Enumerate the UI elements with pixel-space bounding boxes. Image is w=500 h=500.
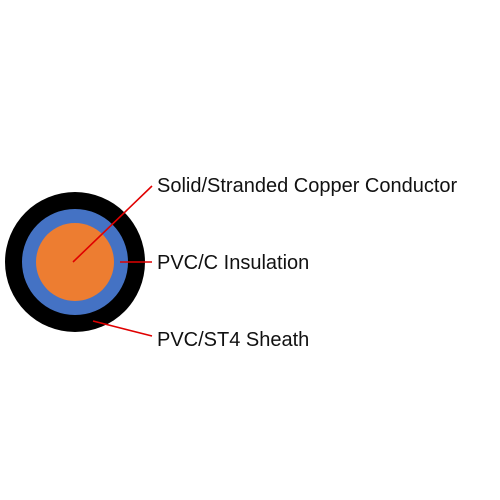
conductor-leader-line <box>72 185 153 263</box>
sheath-leader-line <box>92 320 153 337</box>
conductor-core <box>36 223 114 301</box>
sheath-label: PVC/ST4 Sheath <box>157 329 310 351</box>
conductor-label: Solid/Stranded Copper Conductor <box>157 175 458 197</box>
insulation-label: PVC/C Insulation <box>157 252 310 274</box>
